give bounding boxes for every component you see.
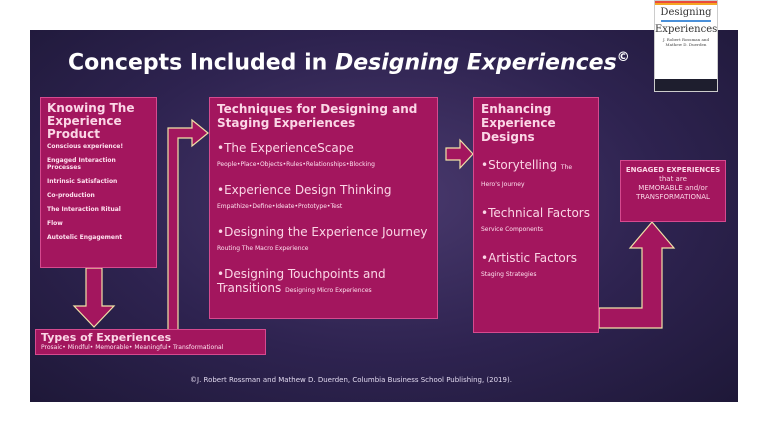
box-techniques: Techniques for Designing and Staging Exp…: [209, 97, 438, 319]
title-emphasis: Designing Experiences: [334, 50, 617, 76]
techniques-heading: Techniques for Designing and Staging Exp…: [217, 102, 418, 130]
enhancing-item: •Artistic Factors Staging Strategies: [481, 251, 591, 282]
box-engaged-experiences: ENGAGED EXPERIENCES that are MEMORABLE a…: [620, 160, 726, 222]
footer-credit: ©J. Robert Rossman and Mathew D. Duerden…: [190, 376, 512, 384]
enhancing-main: •Artistic Factors: [481, 251, 577, 265]
title-prefix: Concepts Included in: [68, 50, 335, 76]
book-cover: Designing Experiences J. Robert Rossman …: [654, 0, 718, 92]
enhancing-item: •Technical Factors Service Components: [481, 206, 591, 237]
list-item: Co-production: [47, 192, 95, 199]
enhancing-item: •Storytelling The Hero's Journey: [481, 158, 591, 192]
engaged-line1: ENGAGED EXPERIENCES: [625, 166, 721, 174]
types-heading: Types of Experiences: [41, 331, 172, 344]
engaged-line3: MEMORABLE and/or TRANSFORMATIONAL: [636, 184, 710, 201]
enhancing-sub: Service Components: [481, 226, 544, 233]
types-sub: Prosaic• Mindful• Memorable• Meaningful•…: [41, 344, 224, 351]
book-authors: J. Robert Rossman and Mathew D. Duerden: [662, 37, 710, 47]
box-enhancing: Enhancing Experience Designs •Storytelli…: [473, 97, 599, 333]
slide-title: Concepts Included in Designing Experienc…: [68, 50, 668, 75]
list-item: Autotelic Engagement: [47, 234, 123, 241]
enhancing-sub: The Hero's Journey: [481, 164, 573, 188]
technique-main: •The ExperienceScape: [217, 141, 354, 155]
technique-item: •Designing the Experience Journey Routin…: [217, 225, 430, 256]
list-item: Flow: [47, 220, 63, 227]
arrow-down-icon: [72, 267, 116, 328]
copyright-mark: ©: [616, 50, 630, 65]
technique-sub: People•Place•Objects•Rules•Relationships…: [217, 161, 375, 168]
technique-main: •Experience Design Thinking: [217, 183, 392, 197]
technique-sub: Designing Micro Experiences: [285, 287, 372, 294]
box-types-of-experiences: Types of Experiences Prosaic• Mindful• M…: [35, 329, 266, 355]
enhancing-main: •Technical Factors: [481, 206, 590, 220]
product-list: Conscious experience! Engaged Interactio…: [47, 143, 150, 241]
book-title-line1: Designing: [660, 7, 712, 18]
book-title-line2: Experiences: [655, 24, 718, 35]
technique-main: •Designing Touchpoints and Transitions: [217, 267, 386, 295]
arrow-up-icon: [598, 221, 676, 329]
technique-sub: Empathize•Define•Ideate•Prototype•Test: [217, 203, 343, 210]
technique-item: •The ExperienceScape People•Place•Object…: [217, 141, 430, 172]
list-item: Engaged Interaction Processes: [47, 157, 116, 171]
enhancing-main: •Storytelling: [481, 158, 558, 172]
enhancing-heading: Enhancing Experience Designs: [481, 102, 556, 144]
arrow-up-right-icon: [167, 118, 209, 339]
technique-item: •Designing Touchpoints and Transitions D…: [217, 267, 430, 298]
list-item: Conscious experience!: [47, 143, 124, 150]
enhancing-sub: Staging Strategies: [481, 271, 537, 278]
list-item: The Interaction Ritual: [47, 206, 121, 213]
list-item: Intrinsic Satisfaction: [47, 178, 118, 185]
product-heading: Knowing The Experience Product: [47, 101, 135, 141]
engaged-line2: that are: [659, 175, 687, 183]
technique-item: •Experience Design Thinking Empathize•De…: [217, 183, 430, 214]
arrow-right-icon: [445, 138, 474, 170]
box-experience-product: Knowing The Experience Product Conscious…: [40, 97, 157, 268]
technique-sub: Routing The Macro Experience: [217, 245, 309, 252]
technique-main: •Designing the Experience Journey: [217, 225, 428, 239]
